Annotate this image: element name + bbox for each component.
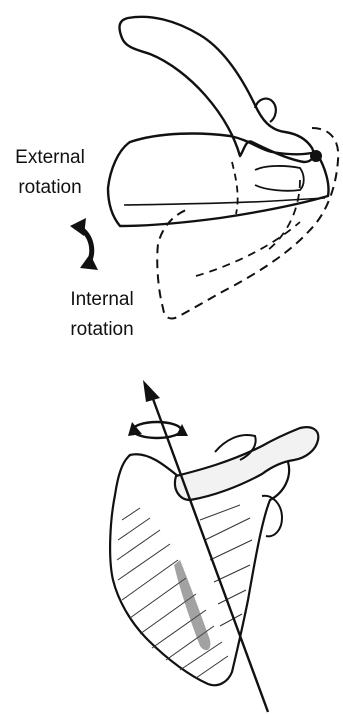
curved-double-arrow-icon (70, 218, 98, 270)
clavicle-outline (120, 17, 314, 162)
external-rotation-line2: rotation (4, 173, 96, 203)
scapula-solid-outline (108, 134, 329, 226)
glenoid-outline (255, 166, 304, 191)
axis-arrowhead (143, 380, 160, 402)
fossa-shadow (174, 560, 210, 650)
axis-rotation-icon (128, 422, 188, 438)
internal-rotation-line1: Internal (56, 285, 148, 315)
external-rotation-line1: External (4, 143, 96, 173)
pivot-point (310, 150, 322, 162)
internal-rotation-line2: rotation (56, 315, 148, 345)
scapula-dashed-spine-line (196, 222, 300, 276)
scapula-dashed-inner-line (232, 162, 238, 214)
scapula-posterior-view (110, 380, 318, 712)
internal-rotation-label: Internal rotation (56, 285, 148, 345)
external-rotation-label: External rotation (4, 143, 96, 203)
scapula-spine-outline (175, 427, 318, 500)
